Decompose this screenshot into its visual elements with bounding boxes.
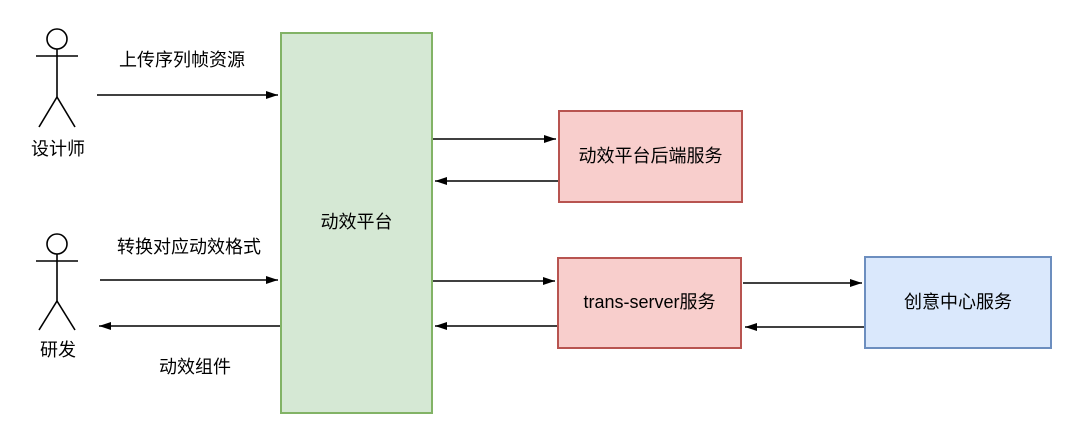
edge-label-upload: 上传序列帧资源 <box>119 50 245 70</box>
node-backend-service: 动效平台后端服务 <box>558 110 743 203</box>
edge-label-convert: 转换对应动效格式 <box>117 237 261 257</box>
node-creative-center: 创意中心服务 <box>864 256 1052 349</box>
node-trans-server: trans-server服务 <box>557 257 742 349</box>
node-animation-platform-label: 动效平台 <box>320 212 393 233</box>
node-backend-service-label: 动效平台后端服务 <box>578 145 723 166</box>
designer-actor-label: 设计师 <box>31 139 85 159</box>
node-trans-server-label: trans-server服务 <box>583 292 716 313</box>
edge-label-component: 动效组件 <box>159 357 231 377</box>
developer-actor-icon <box>36 233 78 331</box>
designer-actor-icon <box>36 28 78 128</box>
developer-actor-label: 研发 <box>40 340 76 360</box>
node-creative-center-label: 创意中心服务 <box>904 291 1012 312</box>
node-animation-platform: 动效平台 <box>280 32 433 414</box>
